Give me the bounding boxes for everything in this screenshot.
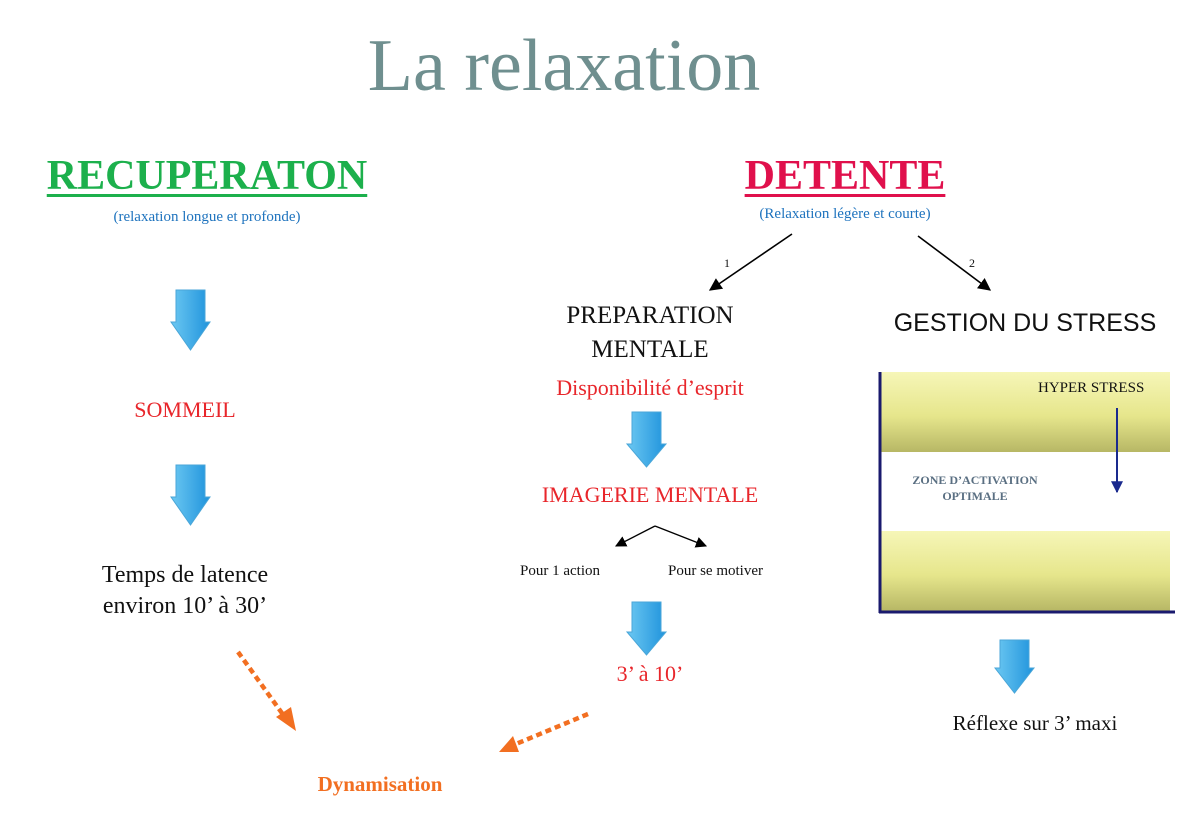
dotted-arrow-right	[499, 711, 589, 752]
gestion-stress-title: GESTION DU STRESS	[893, 309, 1157, 337]
detente-heading: DETENTE	[744, 153, 946, 199]
option-motivation-label: Pour se motiver	[668, 563, 763, 579]
hyper-stress-label: HYPER STRESS	[1038, 380, 1145, 396]
down-arrow-icon	[993, 639, 1036, 694]
recuperation-subheading: (relaxation longue et profonde)	[113, 209, 301, 225]
latency-line2: environ 10’ à 30’	[102, 593, 268, 619]
page-title: La relaxation	[367, 25, 761, 107]
branch-arrow-1	[708, 233, 793, 291]
imagerie-label: IMAGERIE MENTALE	[541, 482, 759, 507]
split-arrow-left	[615, 525, 656, 547]
disponibilite-label: Disponibilité d’esprit	[556, 375, 744, 400]
sommeil-label: SOMMEIL	[134, 397, 236, 422]
preparation-line2: MENTALE	[591, 336, 709, 363]
detente-subheading: (Relaxation légère et courte)	[759, 206, 931, 222]
down-arrow-icon	[170, 464, 211, 526]
branch-number-1: 1	[724, 256, 730, 270]
split-arrow-right	[654, 525, 708, 548]
zone-activation-line1: ZONE D’ACTIVATION	[912, 473, 1038, 487]
branch-arrow-2	[917, 235, 992, 291]
latency-line1: Temps de latence	[101, 562, 269, 588]
dotted-arrow-left	[236, 650, 296, 731]
branch-number-2: 2	[969, 256, 975, 270]
down-arrow-icon	[625, 601, 668, 656]
zone-activation-line2: OPTIMALE	[942, 489, 1008, 503]
duration-label: 3’ à 10’	[616, 661, 684, 686]
preparation-line1: PREPARATION	[566, 302, 734, 329]
recuperation-heading: RECUPERATON	[46, 153, 368, 199]
option-action-label: Pour 1 action	[520, 563, 600, 579]
down-arrow-icon	[625, 411, 668, 468]
dynamisation-label: Dynamisation	[317, 772, 443, 796]
down-arrow-icon	[170, 289, 211, 351]
hyper-stress-band	[881, 372, 1170, 452]
low-stress-band	[881, 531, 1170, 611]
reflexe-label: Réflexe sur 3’ maxi	[952, 711, 1118, 735]
stress-zone-chart	[878, 372, 1175, 614]
